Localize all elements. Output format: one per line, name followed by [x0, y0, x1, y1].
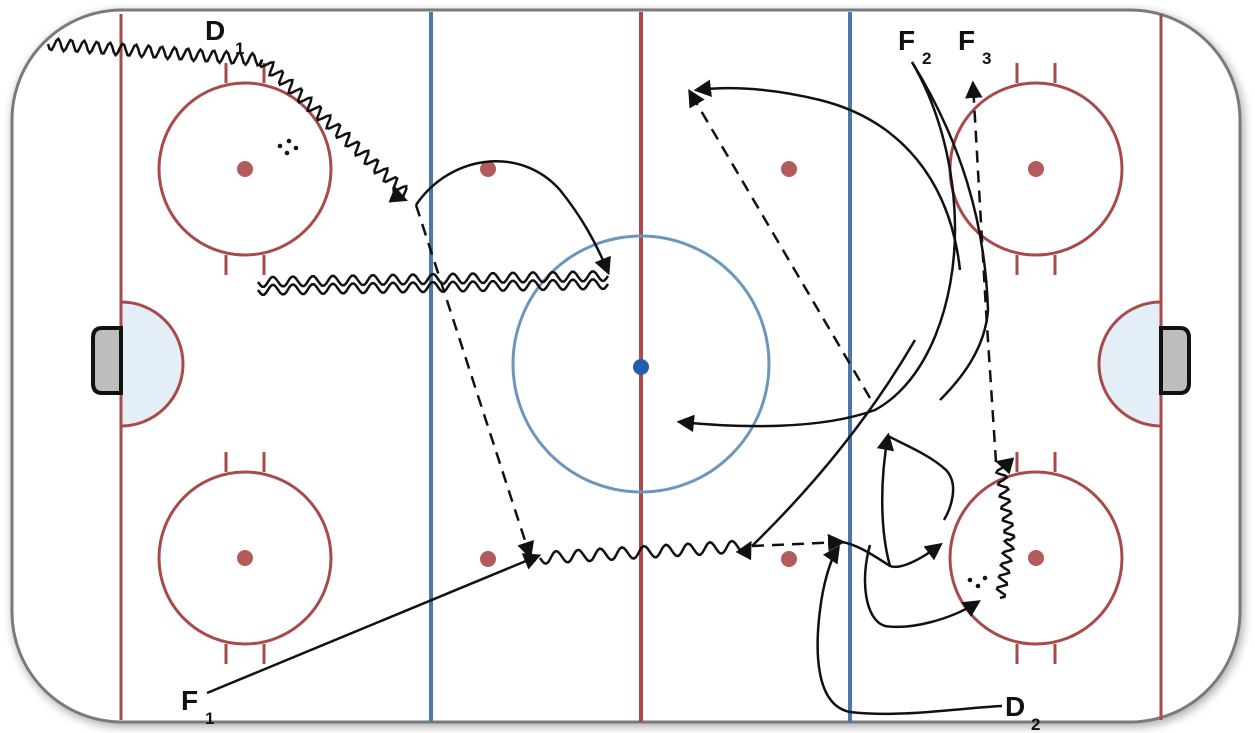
label-f1: F 1 — [181, 685, 214, 728]
svg-text:2: 2 — [922, 49, 931, 68]
label-f2: F 2 — [898, 25, 931, 68]
net-right — [1159, 326, 1191, 395]
label-d2: D 2 — [1005, 691, 1040, 733]
f1-carry-path — [538, 539, 752, 565]
neutral-dot-bottom-right — [781, 551, 797, 567]
double-wavy-line-b — [256, 278, 610, 296]
faceoff-circle-bottom-left — [157, 452, 333, 664]
svg-text:D: D — [205, 15, 225, 46]
svg-text:3: 3 — [982, 49, 991, 68]
svg-text:F: F — [898, 25, 915, 56]
f3-skate-path — [910, 61, 990, 401]
puck-pile-left — [277, 138, 299, 156]
svg-text:F: F — [181, 685, 198, 716]
svg-text:D: D — [1005, 691, 1025, 722]
net-left — [91, 326, 123, 395]
neutral-dot-top-left — [480, 161, 496, 177]
neutral-dot-bottom-left — [480, 551, 496, 567]
f1-pass-to-d2 — [751, 533, 846, 552]
svg-text:F: F — [958, 25, 975, 56]
top-arc-path — [693, 79, 962, 271]
d2-skate-path — [816, 545, 1003, 716]
f3-stickhandle-path — [994, 457, 1016, 600]
svg-text:1: 1 — [205, 709, 214, 728]
d1-stickhandle-path — [46, 36, 408, 203]
loop-up-path — [876, 432, 895, 567]
d1-skate-curve — [414, 160, 611, 276]
d1-pass-to-f1 — [414, 204, 534, 560]
loop-right-path — [887, 434, 955, 521]
svg-text:1: 1 — [235, 39, 244, 58]
f2-skate-loop — [676, 61, 957, 433]
neutral-dot-top-right — [781, 161, 797, 177]
label-f3: F 3 — [958, 25, 991, 68]
f1-skate-path — [206, 553, 542, 695]
f1-skate-up — [751, 339, 917, 547]
label-d1: D 1 — [205, 15, 244, 58]
pass-to-f3 — [965, 80, 998, 463]
center-circle — [511, 234, 771, 494]
rink-boards — [10, 8, 1242, 724]
double-wavy-line-a — [256, 270, 610, 288]
faceoff-circle-bottom-right — [948, 452, 1124, 664]
crease-right — [1097, 300, 1163, 428]
loop-down-path — [863, 544, 981, 629]
crease-left — [119, 300, 185, 428]
center-faceoff-dot — [633, 359, 649, 375]
puck-pile-right — [967, 575, 988, 589]
svg-text:2: 2 — [1031, 715, 1040, 733]
